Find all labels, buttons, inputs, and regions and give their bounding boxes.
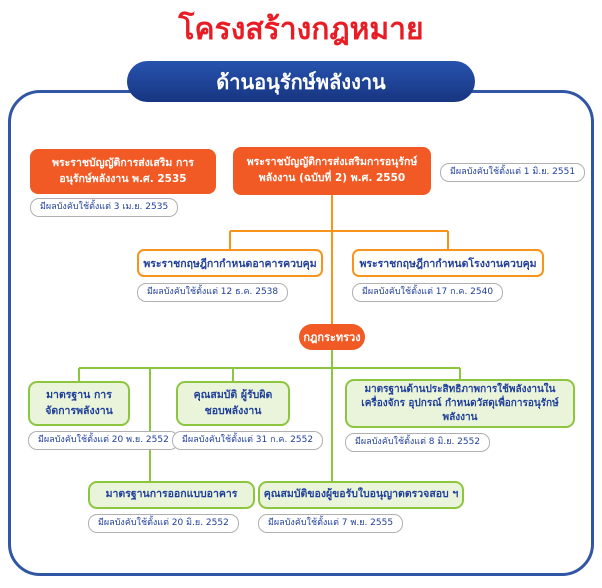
ministerial-regulation-pill: กฎกระทรวง [299, 324, 365, 350]
reg-responsible-person-box: คุณสมบัติ ผู้รับผิดชอบพลังงาน [176, 381, 290, 426]
reg-energy-management-box: มาตรฐาน การจัดการพลังงาน [28, 381, 130, 426]
reg-responsible-person-effective: มีผลบังคับใช้ตั้งแต่ 31 ก.ค. 2552 [172, 431, 324, 450]
page-title: โครงสร้างกฎหมาย [178, 12, 424, 47]
act-1992-box: พระราชบัญญัติการส่งเสริม การอนุรักษ์พลัง… [30, 149, 216, 194]
reg-auditor-license-box: คุณสมบัติของผู้ขอรับใบอนุญาตตรวจสอบ ฯ [258, 481, 464, 509]
act-2007-effective: มีผลบังคับใช้ตั้งแต่ 1 มิ.ย. 2551 [440, 163, 586, 182]
act-1992-effective: มีผลบังคับใช้ตั้งแต่ 3 เม.ย. 2535 [30, 198, 179, 217]
decree-factories-effective: มีผลบังคับใช้ตั้งแต่ 17 ก.ค. 2540 [352, 283, 504, 302]
reg-building-design-box: มาตรฐานการออกแบบอาคาร [88, 481, 255, 509]
decree-factories-box: พระราชกฤษฎีกากำหนดโรงงานควบคุม [352, 249, 544, 277]
reg-auditor-license-effective: มีผลบังคับใช้ตั้งแต่ 7 พ.ย. 2555 [258, 514, 404, 533]
reg-machinery-efficiency-effective: มีผลบังคับใช้ตั้งแต่ 8 มิ.ย. 2552 [345, 433, 491, 452]
reg-energy-management-effective: มีผลบังคับใช้ตั้งแต่ 20 พ.ย. 2552 [28, 431, 179, 450]
category-pill: ด้านอนุรักษ์พลังงาน [127, 61, 475, 102]
decree-buildings-effective: มีผลบังคับใช้ตั้งแต่ 12 ธ.ค. 2538 [137, 283, 289, 302]
act-2007-box: พระราชบัญญัติการส่งเสริมการอนุรักษ์พลังง… [233, 147, 431, 195]
reg-building-design-effective: มีผลบังคับใช้ตั้งแต่ 20 มิ.ย. 2552 [88, 514, 239, 533]
reg-machinery-efficiency-box: มาตรฐานด้านประสิทธิภาพการใช้พลังงานในเคร… [345, 379, 575, 428]
decree-buildings-box: พระราชกฤษฎีกากำหนดอาคารควบคุม [137, 249, 323, 277]
